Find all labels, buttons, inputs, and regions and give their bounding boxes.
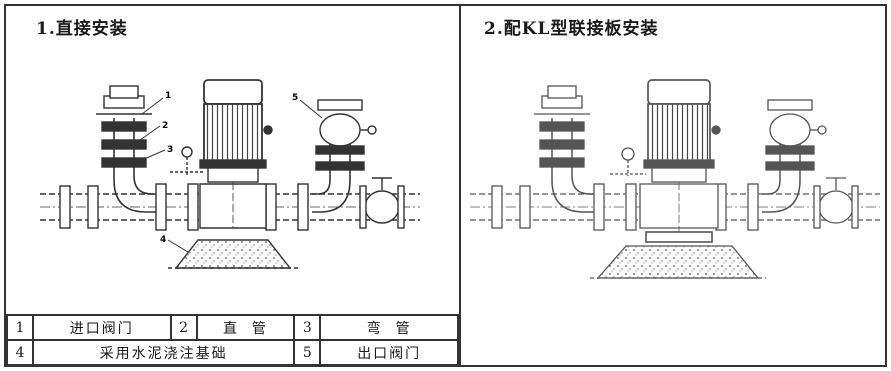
pump [199,79,273,229]
legend-number: 4 [6,339,34,366]
pipe-flange [155,183,167,231]
kl-coupling-plate [645,231,713,243]
left-panel-title: 1.直接安装 [36,19,128,39]
parts-legend-table: 1 进口阀门 2 直 管 3 弯 管 4 采用水泥浇注基础 5 出口阀门 [6,314,459,366]
pressure-gauge [170,146,204,176]
pipe-flange [297,183,309,231]
callout-labels: 1 2 3 4 5 [160,91,298,245]
callout-4: 4 [160,235,166,245]
gate-valve [813,177,859,229]
right-panel-title: 2.配KL型联接板安装 [484,19,659,39]
legend-number: 2 [169,314,198,341]
inlet-flange [87,185,99,229]
inlet-flange [491,185,503,229]
legend-item-outlet-valve: 出口阀门 [319,339,459,366]
legend-item-elbow-pipe: 弯 管 [319,314,459,341]
concrete-foundation [596,245,760,279]
inlet-valve-assembly [96,85,160,213]
legend-row: 1 进口阀门 2 直 管 3 弯 管 [6,314,459,341]
pipe-flange [187,183,199,231]
callout-2: 2 [162,121,168,131]
outlet-valve-assembly [312,99,377,213]
kl-plate-installation-drawing [470,79,880,279]
legend-item-inlet-valve: 进口阀门 [32,314,172,341]
legend-number: 1 [6,314,34,341]
legend-item-straight-pipe: 直 管 [195,314,296,341]
legend-number: 3 [293,314,322,341]
outer-frame [4,4,887,367]
pipe-flange [265,183,277,231]
gate-valve [359,177,405,229]
callout-5: 5 [292,93,298,103]
legend-item-concrete-foundation: 采用水泥浇注基础 [31,339,296,366]
inlet-flange [59,185,71,229]
pipe-flange [747,183,759,231]
legend-number: 5 [293,339,322,366]
callout-1: 1 [165,91,171,101]
panel-divider [459,4,461,367]
pump [639,79,721,232]
pipe-flange [625,183,637,231]
pipe-flange [593,183,605,231]
callout-3: 3 [167,145,173,155]
pressure-gauge [610,147,646,176]
direct-installation-drawing [40,79,420,269]
inlet-valve-assembly [534,85,598,213]
legend-row: 4 采用水泥浇注基础 5 出口阀门 [6,339,459,366]
callout-leaders [139,97,323,253]
concrete-foundation [174,239,292,269]
outlet-valve-assembly [762,99,827,213]
inlet-flange [519,185,531,229]
